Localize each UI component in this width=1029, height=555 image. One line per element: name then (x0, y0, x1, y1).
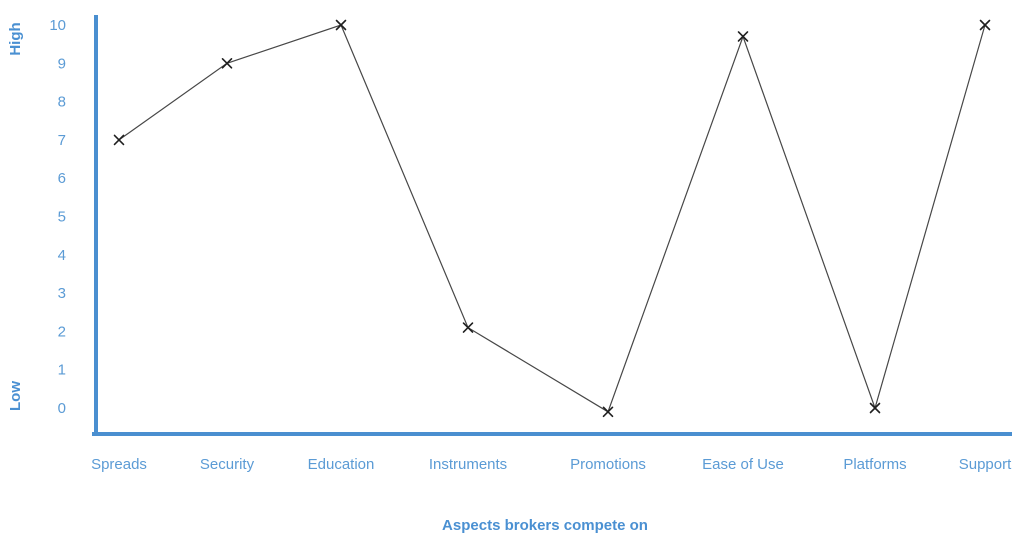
category-label: Spreads (91, 456, 147, 473)
y-tick-label-10: 10 (49, 17, 66, 34)
y-tick-label-8: 8 (58, 94, 66, 111)
data-point-marker (602, 406, 614, 418)
x-marker-stroke (335, 19, 347, 31)
x-marker-stroke (979, 19, 991, 31)
x-axis-title: Aspects brokers compete on (442, 517, 648, 534)
data-point-marker (113, 134, 125, 146)
data-point-marker (737, 31, 749, 42)
category-label: Platforms (843, 456, 906, 473)
data-point-marker (979, 19, 991, 31)
data-point-marker (335, 19, 347, 31)
y-tick-label-3: 3 (58, 285, 66, 302)
category-label: Support (959, 456, 1012, 473)
y-tick-label-4: 4 (58, 247, 66, 264)
y-tick-label-1: 1 (58, 362, 66, 379)
data-point-marker (869, 402, 881, 414)
y-axis-label-high: High (7, 22, 24, 55)
x-marker-stroke (602, 406, 614, 418)
category-label: Education (308, 456, 375, 473)
x-marker-stroke (221, 57, 233, 69)
category-label: Instruments (429, 456, 507, 473)
category-label: Promotions (570, 456, 646, 473)
x-marker-stroke (462, 322, 474, 333)
x-marker-stroke (869, 402, 881, 414)
x-marker-stroke (737, 31, 749, 42)
y-axis-label-low: Low (7, 381, 24, 411)
y-tick-label-7: 7 (58, 132, 66, 149)
x-axis-category-labels: Spreads Security Education Instruments Promo… (91, 456, 1012, 473)
y-tick-label-5: 5 (58, 209, 66, 226)
series-line (118, 24, 986, 413)
y-tick-label-6: 6 (58, 170, 66, 187)
y-tick-label-0: 0 (58, 400, 66, 417)
y-tick-label-2: 2 (58, 323, 66, 340)
data-series (113, 19, 991, 418)
y-tick-label-9: 9 (58, 55, 66, 72)
category-label: Ease of Use (702, 456, 784, 473)
x-marker-stroke (113, 134, 125, 146)
category-label: Security (200, 456, 255, 473)
data-point-marker (462, 322, 474, 333)
data-point-marker (221, 57, 233, 69)
